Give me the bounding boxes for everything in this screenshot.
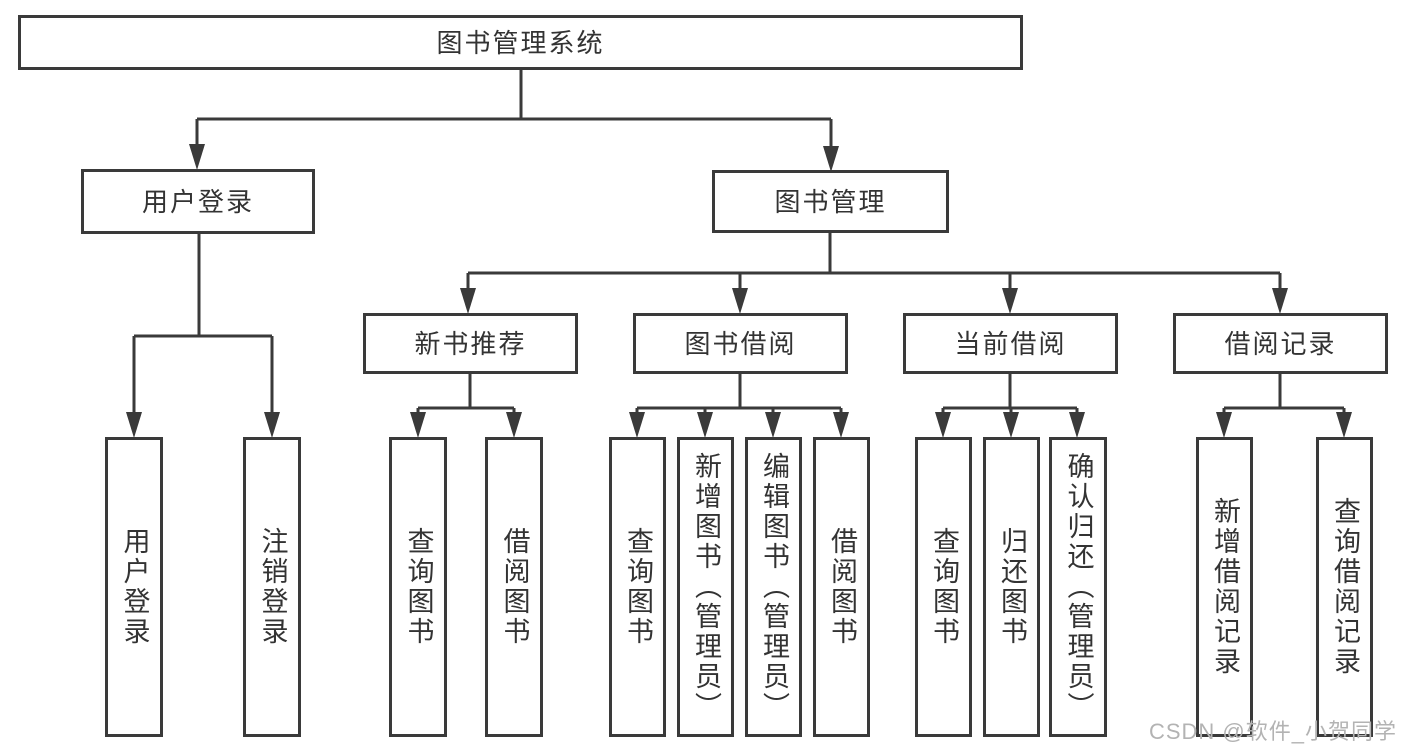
node-leaf-query-books-current: 查询图书 <box>915 437 972 737</box>
node-leaf-borrow-books-borrowing: 借阅图书 <box>813 437 870 737</box>
node-book-borrowing-label: 图书借阅 <box>684 328 797 359</box>
node-leaf-query-books-recommend: 查询图书 <box>389 437 447 737</box>
node-new-book-recommend-label: 新书推荐 <box>414 328 527 359</box>
node-new-book-recommend: 新书推荐 <box>363 313 578 374</box>
node-leaf-borrow-books-recommend: 借阅图书 <box>485 437 543 737</box>
node-user-login: 用户登录 <box>81 169 315 234</box>
arrowhead-icon <box>506 412 522 438</box>
node-leaf-user-login-label: 用户登录 <box>119 527 150 647</box>
arrowhead-icon <box>823 146 839 172</box>
node-leaf-add-book-admin-label: 新增图书（管理员） <box>691 452 721 722</box>
node-leaf-query-books-recommend-label: 查询图书 <box>403 527 434 647</box>
node-borrowing-records-label: 借阅记录 <box>1224 328 1337 359</box>
arrowhead-icon <box>765 412 781 438</box>
node-leaf-return-book: 归还图书 <box>983 437 1040 737</box>
node-current-borrowing: 当前借阅 <box>903 313 1118 374</box>
arrowhead-icon <box>629 412 645 438</box>
node-leaf-user-login: 用户登录 <box>105 437 163 737</box>
arrowheads <box>126 144 1352 438</box>
arrowhead-icon <box>1336 412 1352 438</box>
node-user-login-label: 用户登录 <box>141 186 254 217</box>
arrowhead-icon <box>1069 412 1085 438</box>
node-leaf-add-borrow-record-label: 新增借阅记录 <box>1210 497 1240 677</box>
arrowhead-icon <box>935 412 951 438</box>
node-leaf-add-borrow-record: 新增借阅记录 <box>1196 437 1253 737</box>
arrowhead-icon <box>264 412 280 438</box>
node-leaf-edit-book-admin-label: 编辑图书（管理员） <box>759 452 789 722</box>
node-leaf-query-books-borrowing: 查询图书 <box>609 437 666 737</box>
node-book-management-label: 图书管理 <box>774 186 887 217</box>
node-leaf-logout: 注销登录 <box>243 437 301 737</box>
node-leaf-edit-book-admin: 编辑图书（管理员） <box>745 437 802 737</box>
node-leaf-confirm-return-admin: 确认归还（管理员） <box>1049 437 1107 737</box>
node-book-borrowing: 图书借阅 <box>633 313 848 374</box>
node-leaf-confirm-return-admin-label: 确认归还（管理员） <box>1063 452 1094 722</box>
node-leaf-borrow-books-recommend-label: 借阅图书 <box>499 527 530 647</box>
arrowhead-icon <box>460 288 476 314</box>
arrowhead-icon <box>697 412 713 438</box>
arrowhead-icon <box>126 412 142 438</box>
node-root: 图书管理系统 <box>18 15 1023 70</box>
node-leaf-query-books-borrowing-label: 查询图书 <box>623 527 653 647</box>
node-root-label: 图书管理系统 <box>436 27 605 58</box>
arrowhead-icon <box>1002 288 1018 314</box>
node-leaf-add-book-admin: 新增图书（管理员） <box>677 437 734 737</box>
node-current-borrowing-label: 当前借阅 <box>954 328 1067 359</box>
arrowhead-icon <box>833 412 849 438</box>
arrowhead-icon <box>1003 412 1019 438</box>
node-leaf-return-book-label: 归还图书 <box>997 527 1027 647</box>
arrowhead-icon <box>410 412 426 438</box>
node-leaf-query-books-current-label: 查询图书 <box>929 527 959 647</box>
node-leaf-borrow-books-borrowing-label: 借阅图书 <box>827 527 857 647</box>
watermark: CSDN @软件_小贺同学 <box>1148 719 1397 744</box>
arrowhead-icon <box>1216 412 1232 438</box>
arrowhead-icon <box>189 144 205 170</box>
arrowhead-icon <box>732 288 748 314</box>
node-book-management: 图书管理 <box>712 170 949 233</box>
node-leaf-query-borrow-record-label: 查询借阅记录 <box>1330 497 1360 677</box>
node-leaf-query-borrow-record: 查询借阅记录 <box>1316 437 1373 737</box>
node-borrowing-records: 借阅记录 <box>1173 313 1388 374</box>
arrowhead-icon <box>1272 288 1288 314</box>
node-leaf-logout-label: 注销登录 <box>257 527 288 647</box>
